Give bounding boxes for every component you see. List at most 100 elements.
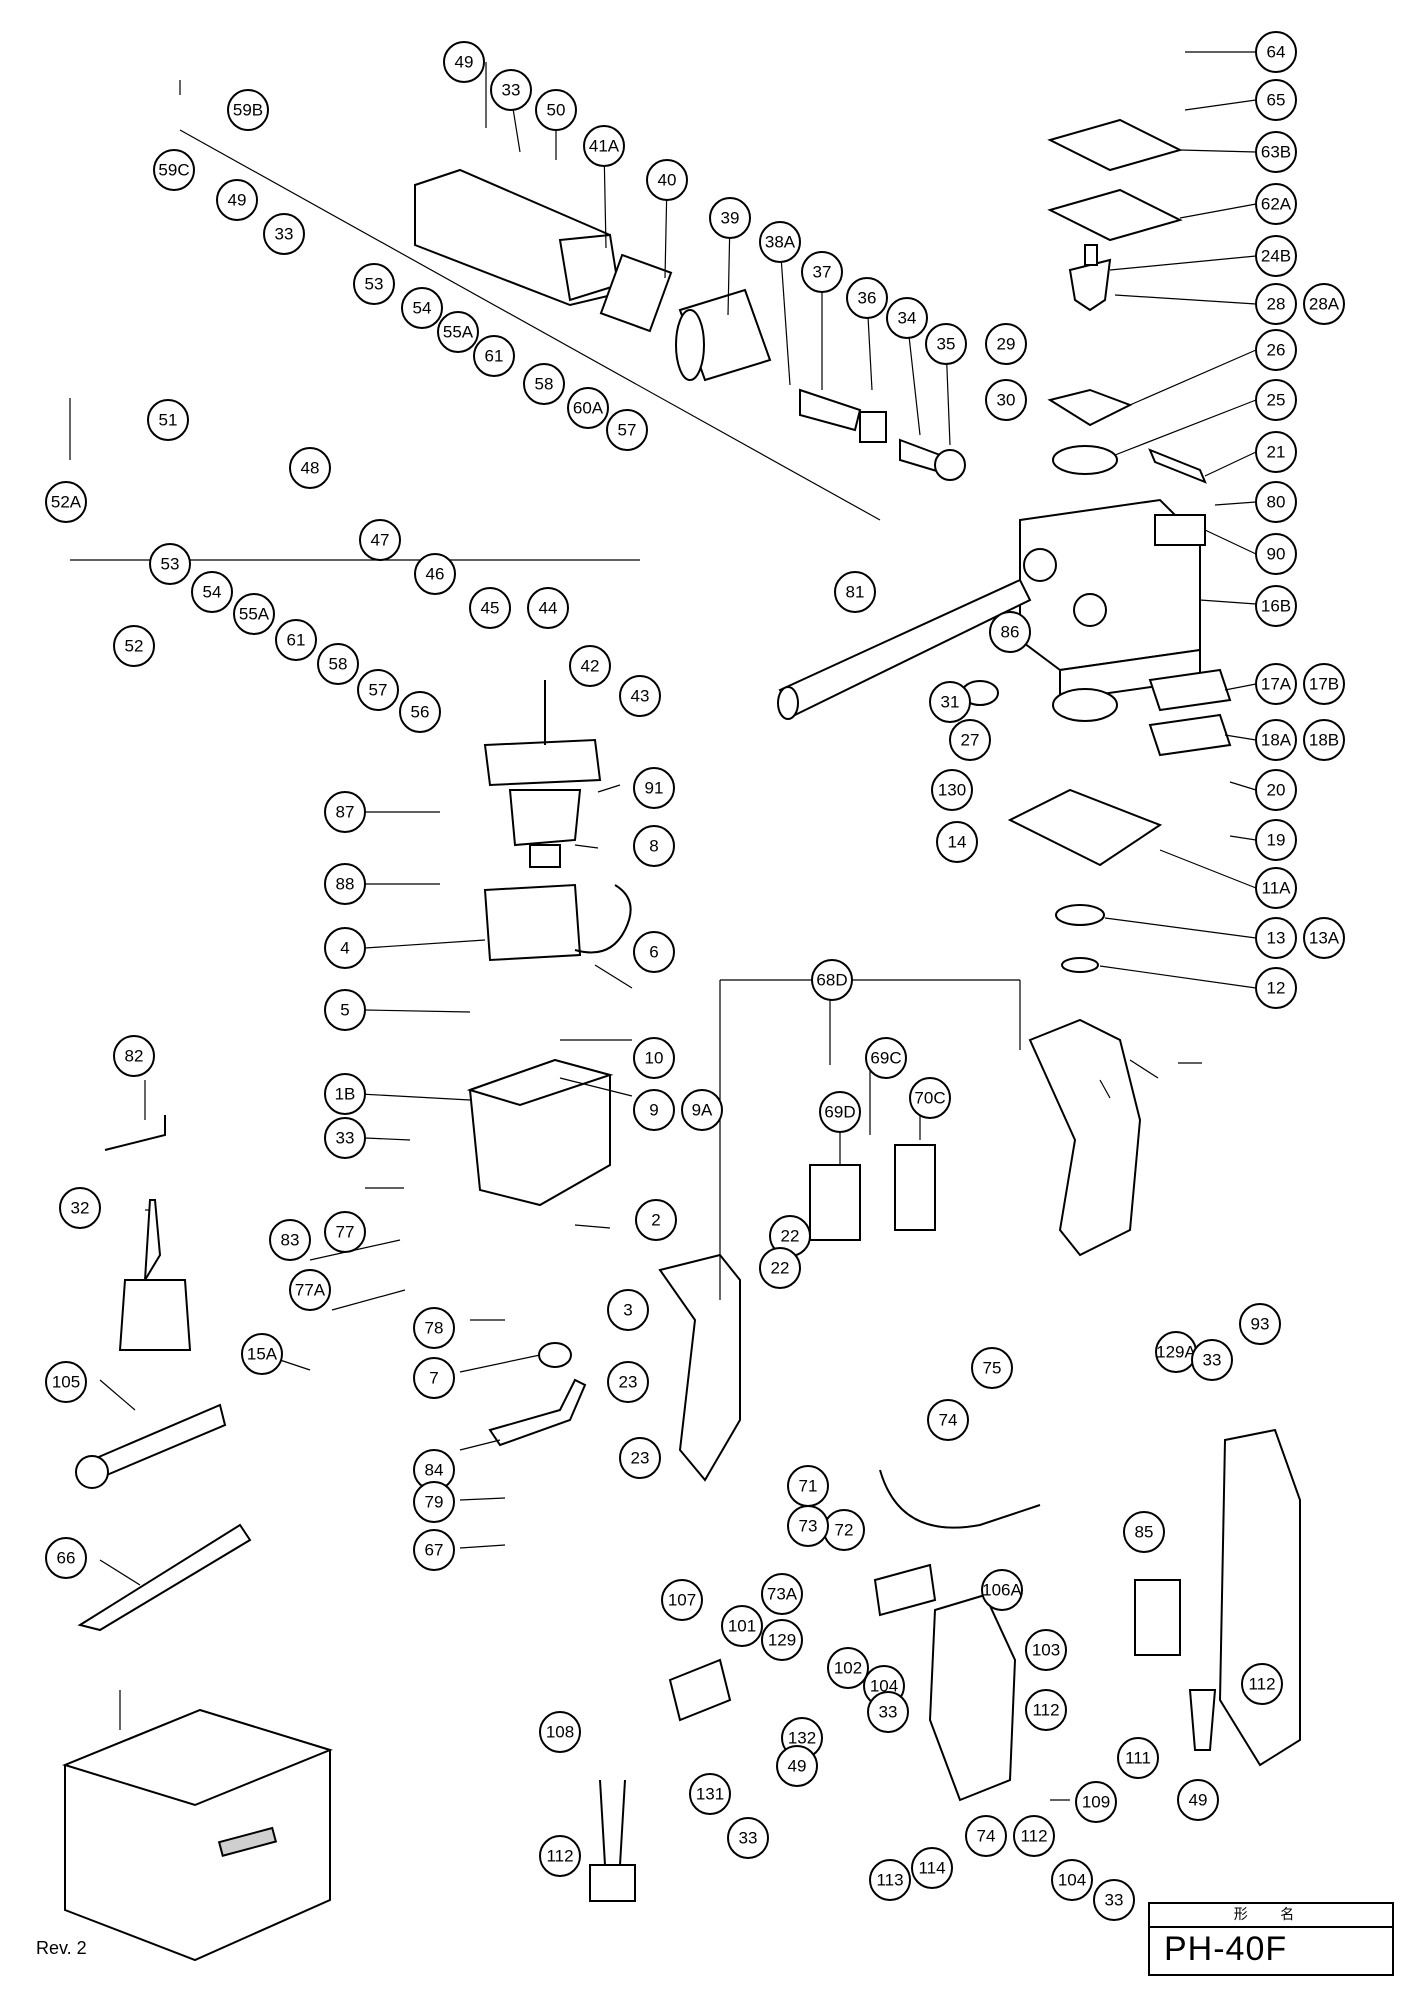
callout-13: 13 <box>1255 917 1297 959</box>
callout-label: 82 <box>125 1047 144 1066</box>
callout-23: 23 <box>607 1361 649 1403</box>
callout-7: 7 <box>413 1357 455 1399</box>
callout-2: 2 <box>635 1199 677 1241</box>
callout-55A: 55A <box>233 593 275 635</box>
callout-label: 55A <box>443 323 474 342</box>
callout-1B: 1B <box>324 1073 366 1115</box>
callout-label: 13A <box>1309 929 1340 948</box>
callout-90: 90 <box>1255 533 1297 575</box>
callout-65: 65 <box>1255 79 1297 121</box>
callout-label: 56 <box>411 703 430 722</box>
callout-105: 105 <box>45 1361 87 1403</box>
callout-49: 49 <box>443 41 485 83</box>
callout-79: 79 <box>413 1481 455 1523</box>
callout-112: 112 <box>539 1835 581 1877</box>
callout-8: 8 <box>633 825 675 867</box>
callout-label: 33 <box>739 1829 758 1848</box>
callout-3: 3 <box>607 1289 649 1331</box>
callout-54: 54 <box>191 571 233 613</box>
callout-label: 86 <box>1001 623 1020 642</box>
callout-label: 106A <box>982 1581 1022 1600</box>
callout-label: 33 <box>336 1129 355 1148</box>
callout-label: 90 <box>1267 545 1286 564</box>
callout-label: 35 <box>937 335 956 354</box>
model-name: PH-40F <box>1164 1930 1288 1968</box>
callout-label: 74 <box>939 1411 958 1430</box>
callout-label: 62A <box>1261 195 1292 214</box>
callout-33: 33 <box>263 213 305 255</box>
callout-28: 28 <box>1255 283 1297 325</box>
callout-label: 23 <box>619 1373 638 1392</box>
callout-label: 107 <box>668 1591 696 1610</box>
callout-label: 129 <box>768 1631 796 1650</box>
callout-113: 113 <box>869 1859 911 1901</box>
callout-label: 10 <box>645 1049 664 1068</box>
callout-label: 30 <box>997 391 1016 410</box>
callout-label: 51 <box>159 411 178 430</box>
callout-9A: 9A <box>681 1089 723 1131</box>
callout-93: 93 <box>1239 1303 1281 1345</box>
callout-49: 49 <box>1177 1779 1219 1821</box>
callout-31: 31 <box>929 681 971 723</box>
callout-label: 41A <box>589 137 620 156</box>
callout-129A: 129A <box>1155 1331 1197 1373</box>
callout-label: 112 <box>546 1847 573 1866</box>
callout-label: 42 <box>581 657 600 676</box>
callout-label: 22 <box>781 1227 800 1246</box>
callout-label: 61 <box>485 347 504 366</box>
revision-label: Rev. 2 <box>36 1938 87 1958</box>
callout-label: 69D <box>824 1103 855 1122</box>
callout-73A: 73A <box>761 1573 803 1615</box>
callout-label: 23 <box>631 1449 650 1468</box>
callout-62A: 62A <box>1255 183 1297 225</box>
callout-24B: 24B <box>1255 235 1297 277</box>
callout-label: 114 <box>918 1859 945 1878</box>
callout-label: 13 <box>1267 929 1286 948</box>
callout-38A: 38A <box>759 221 801 263</box>
callout-label: 77 <box>336 1223 355 1242</box>
callout-label: 52A <box>51 493 82 512</box>
callout-77A: 77A <box>289 1269 331 1311</box>
callout-56: 56 <box>399 691 441 733</box>
callout-47: 47 <box>359 519 401 561</box>
callout-33: 33 <box>1191 1339 1233 1381</box>
callout-label: 104 <box>870 1677 898 1696</box>
callout-label: 9A <box>692 1101 713 1120</box>
callout-label: 81 <box>846 583 865 602</box>
callout-label: 58 <box>329 655 348 674</box>
callout-label: 44 <box>539 599 558 618</box>
callout-55A: 55A <box>437 311 479 353</box>
callout-label: 113 <box>876 1871 903 1890</box>
callout-label: 64 <box>1267 43 1286 62</box>
callout-25: 25 <box>1255 379 1297 421</box>
callout-label: 71 <box>799 1477 818 1496</box>
callout-69C: 69C <box>865 1037 907 1079</box>
callout-label: 54 <box>413 299 432 318</box>
callout-81: 81 <box>834 571 876 613</box>
callout-33: 33 <box>1093 1879 1135 1921</box>
callout-40: 40 <box>646 159 688 201</box>
callout-label: 29 <box>997 335 1016 354</box>
callout-21: 21 <box>1255 431 1297 473</box>
callout-label: 4 <box>340 939 349 958</box>
callout-label: 25 <box>1267 391 1286 410</box>
callout-73: 73 <box>787 1505 829 1547</box>
callout-label: 88 <box>336 875 355 894</box>
callout-label: 33 <box>502 81 521 100</box>
callout-32: 32 <box>59 1187 101 1229</box>
callout-label: 15A <box>247 1345 278 1364</box>
callout-64: 64 <box>1255 31 1297 73</box>
callout-label: 34 <box>898 309 917 328</box>
callout-74: 74 <box>927 1399 969 1441</box>
callout-label: 5 <box>340 1001 349 1020</box>
callout-86: 86 <box>989 611 1031 653</box>
callout-label: 101 <box>728 1617 756 1636</box>
callout-label: 66 <box>57 1549 76 1568</box>
callout-label: 73A <box>767 1585 798 1604</box>
callout-label: 111 <box>1125 1749 1151 1768</box>
callout-label: 130 <box>938 781 966 800</box>
callout-15A: 15A <box>241 1333 283 1375</box>
callout-label: 19 <box>1267 831 1286 850</box>
callout-22: 22 <box>759 1247 801 1289</box>
callout-label: 103 <box>1032 1641 1060 1660</box>
